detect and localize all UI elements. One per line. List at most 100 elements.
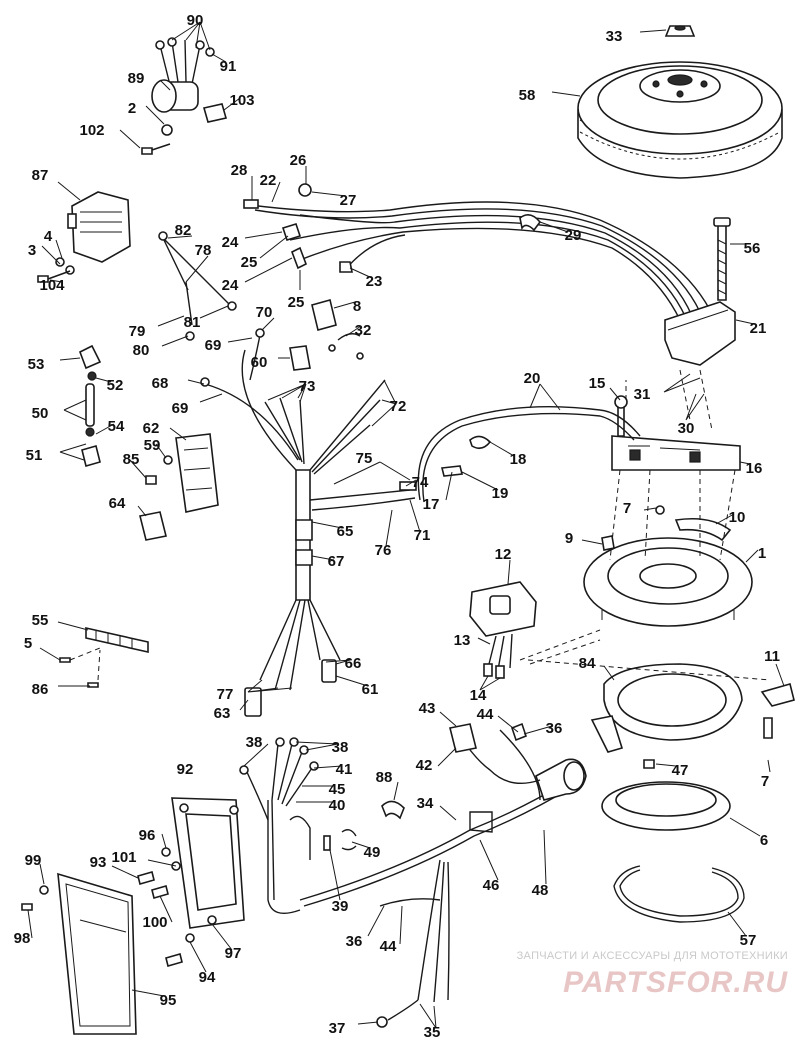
callout-19: 19 xyxy=(492,485,509,502)
callout-50: 50 xyxy=(32,405,49,422)
callout-87: 87 xyxy=(32,167,49,184)
callout-35: 35 xyxy=(424,1024,441,1041)
callout-52: 52 xyxy=(107,377,124,394)
callout-9: 9 xyxy=(565,530,573,547)
callout-38b: 38 xyxy=(332,739,349,756)
terminal-block-55 xyxy=(59,626,149,688)
flywheel-58 xyxy=(577,25,783,179)
callout-15: 15 xyxy=(589,375,606,392)
callout-26: 26 xyxy=(290,152,307,169)
ignition-coil-12 xyxy=(469,581,601,679)
callout-80: 80 xyxy=(133,342,150,359)
callout-42: 42 xyxy=(416,757,433,774)
callout-25b: 25 xyxy=(288,294,305,311)
callout-1: 1 xyxy=(758,545,766,562)
callout-31: 31 xyxy=(634,386,651,403)
callout-58: 58 xyxy=(519,87,536,104)
callout-13: 13 xyxy=(454,632,471,649)
callout-30: 30 xyxy=(678,420,695,437)
callout-69b: 69 xyxy=(172,400,189,417)
callout-38a: 38 xyxy=(246,734,263,751)
ground-leads-78 xyxy=(158,231,237,341)
callout-78: 78 xyxy=(195,242,212,259)
callout-90: 90 xyxy=(187,12,204,29)
watermark-brand: PARTSFOR.RU xyxy=(563,966,788,999)
callout-61: 61 xyxy=(362,681,379,698)
callout-82: 82 xyxy=(175,222,192,239)
fuse-parts-8-60 xyxy=(289,299,364,371)
timer-base-1 xyxy=(583,369,753,627)
callout-2: 2 xyxy=(128,100,136,117)
callout-28: 28 xyxy=(231,162,248,179)
callout-37: 37 xyxy=(329,1020,346,1037)
callout-12: 12 xyxy=(495,546,512,563)
callout-93: 93 xyxy=(90,854,107,871)
callout-25a: 25 xyxy=(241,254,258,271)
callout-103: 103 xyxy=(229,92,254,109)
callout-77: 77 xyxy=(217,686,234,703)
callout-76: 76 xyxy=(375,542,392,559)
callout-40: 40 xyxy=(329,797,346,814)
callout-54: 54 xyxy=(108,418,125,435)
callout-85: 85 xyxy=(123,451,140,468)
callout-72: 72 xyxy=(390,398,407,415)
leader-lines xyxy=(27,21,785,1029)
callout-24a: 24 xyxy=(222,234,239,251)
callout-60: 60 xyxy=(251,354,268,371)
callout-51: 51 xyxy=(26,447,43,464)
callout-27: 27 xyxy=(340,192,357,209)
callout-7b: 7 xyxy=(761,773,769,790)
callout-44b: 44 xyxy=(380,938,397,955)
callout-33: 33 xyxy=(606,28,623,45)
callout-11: 11 xyxy=(764,648,780,665)
callout-70: 70 xyxy=(256,304,273,321)
callout-89: 89 xyxy=(128,70,145,87)
callout-95: 95 xyxy=(160,992,177,1009)
spring-ring-57 xyxy=(613,865,745,923)
power-pack-87 xyxy=(37,191,131,283)
callout-36b: 36 xyxy=(346,933,363,950)
callout-47: 47 xyxy=(672,762,689,779)
callout-56: 56 xyxy=(744,240,761,257)
callout-7a: 7 xyxy=(623,500,631,517)
callout-20: 20 xyxy=(524,370,541,387)
callout-66: 66 xyxy=(345,655,362,672)
callout-79: 79 xyxy=(129,323,146,340)
callout-64: 64 xyxy=(109,495,126,512)
callout-91: 91 xyxy=(220,58,237,75)
callout-94: 94 xyxy=(199,969,216,986)
callout-101: 101 xyxy=(111,849,136,866)
cover-plate-92 xyxy=(137,797,245,967)
callout-96: 96 xyxy=(139,827,156,844)
callout-104: 104 xyxy=(39,277,65,294)
callout-55: 55 xyxy=(32,612,49,629)
watermark-tagline: ЗАПЧАСТИ И АКСЕССУАРЫ ДЛЯ МОТОТЕХНИКИ xyxy=(516,950,788,962)
callout-92: 92 xyxy=(177,761,194,778)
callout-63: 63 xyxy=(214,705,231,722)
callout-8: 8 xyxy=(353,298,361,315)
callout-97: 97 xyxy=(225,945,242,962)
callout-14: 14 xyxy=(470,687,487,704)
callout-3: 3 xyxy=(28,242,36,259)
callout-49: 49 xyxy=(364,844,381,861)
callout-84: 84 xyxy=(579,655,596,672)
lead-bundle-38 xyxy=(239,737,405,914)
stator-lead-bundle xyxy=(243,183,711,321)
callout-46: 46 xyxy=(483,877,500,894)
callout-73: 73 xyxy=(299,378,316,395)
callout-69a: 69 xyxy=(205,337,222,354)
callout-44a: 44 xyxy=(477,706,494,723)
callout-41: 41 xyxy=(336,761,353,778)
sensor-lead-20 xyxy=(417,405,641,503)
callout-98: 98 xyxy=(14,930,31,947)
callout-99: 99 xyxy=(25,852,42,869)
callout-102: 102 xyxy=(79,122,104,139)
callout-86: 86 xyxy=(32,681,49,698)
lower-harness-34 xyxy=(299,722,587,1028)
callout-18: 18 xyxy=(510,451,527,468)
callout-68: 68 xyxy=(152,375,169,392)
callout-81: 81 xyxy=(184,314,201,331)
retaining-ring-6 xyxy=(601,759,731,831)
